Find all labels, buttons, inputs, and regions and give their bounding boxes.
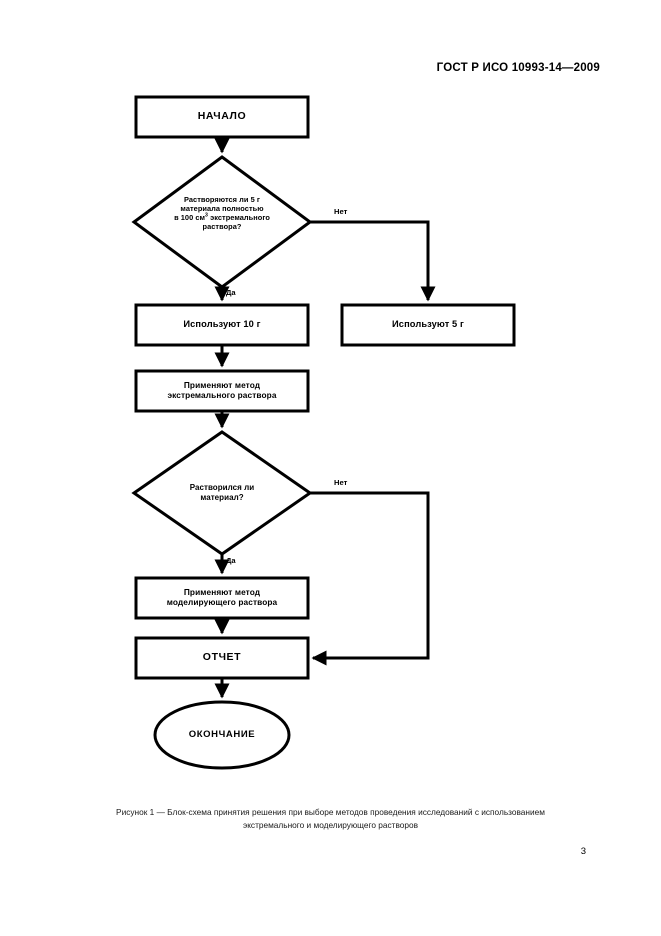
node-decision1-shape xyxy=(131,155,313,289)
node-extreme-method-shape xyxy=(134,369,310,413)
figure-caption-line1: Рисунок 1 — Блок-схема принятия решения … xyxy=(116,807,545,817)
figure-caption: Рисунок 1 — Блок-схема принятия решения … xyxy=(48,806,613,832)
edge-decision2-no-to-report xyxy=(310,491,430,666)
edge-label-decision2-no: Нет xyxy=(334,478,348,487)
node-report-shape xyxy=(134,636,310,680)
node-use10g-shape xyxy=(134,303,310,347)
node-model-method-shape xyxy=(134,576,310,620)
node-start-shape xyxy=(134,95,310,139)
node-use5g-shape xyxy=(340,303,516,347)
edge-label-decision1-yes: Да xyxy=(226,288,236,297)
page-number: 3 xyxy=(580,846,586,857)
node-end-shape xyxy=(153,700,291,770)
figure-caption-line2: экстремального и моделирующего растворов xyxy=(242,819,419,830)
edge-decision1-no-to-use5g xyxy=(310,220,436,302)
flowchart-svg xyxy=(131,95,516,770)
document-header-standard-number: ГОСТ Р ИСО 10993-14—2009 xyxy=(436,62,600,74)
edge-label-decision2-yes: Да xyxy=(226,556,236,565)
node-decision2-shape xyxy=(131,430,313,556)
edge-label-decision1-no: Нет xyxy=(334,207,348,216)
